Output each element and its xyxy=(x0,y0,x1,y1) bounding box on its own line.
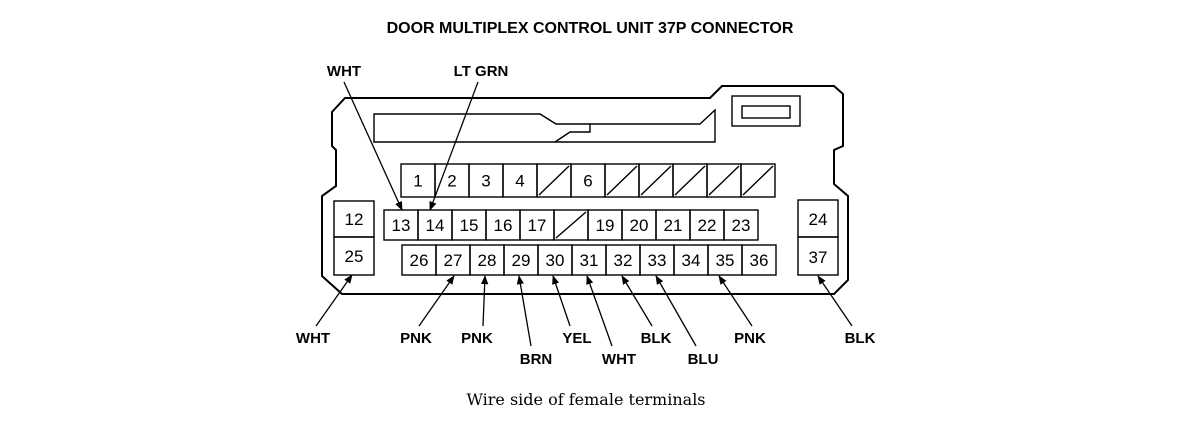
pin-23: 23 xyxy=(732,216,751,235)
empty-pin-slash xyxy=(606,165,638,196)
pin-cell xyxy=(741,244,777,276)
empty-pin-slash xyxy=(708,165,740,196)
wire-label-25: WHT xyxy=(296,330,330,347)
pin-19: 19 xyxy=(596,216,615,235)
wire-leaders xyxy=(315,81,853,347)
leader-line xyxy=(621,275,653,327)
wire-label-35: PNK xyxy=(734,330,766,347)
pin-cell xyxy=(723,209,759,241)
pin-13: 13 xyxy=(392,216,411,235)
pin-14: 14 xyxy=(426,216,445,235)
pin-35: 35 xyxy=(716,251,735,270)
leader-line xyxy=(516,275,532,347)
pin-28: 28 xyxy=(478,251,497,270)
connector-housing xyxy=(321,85,849,295)
pin-17: 17 xyxy=(528,216,547,235)
pin-26: 26 xyxy=(410,251,429,270)
side-block-right-lower xyxy=(797,236,839,276)
lock-tab xyxy=(731,95,801,127)
pin-cell xyxy=(740,163,776,198)
latch-recess xyxy=(373,113,591,143)
empty-pin-slash xyxy=(674,165,706,196)
pin-29: 29 xyxy=(512,251,531,270)
leader-line xyxy=(655,275,697,347)
empty-pin-slash xyxy=(538,165,570,196)
pin-2: 2 xyxy=(447,172,456,191)
leader-line xyxy=(552,275,571,327)
pin-3: 3 xyxy=(481,172,490,191)
pin-33: 33 xyxy=(648,251,667,270)
empty-pin-slash xyxy=(640,165,672,196)
leader-line xyxy=(343,81,403,211)
wire-label-37: BLK xyxy=(845,330,876,347)
leader-line xyxy=(817,275,853,327)
pin-22: 22 xyxy=(698,216,717,235)
empty-pin-slash xyxy=(742,165,774,196)
pin-34: 34 xyxy=(682,251,701,270)
leader-line xyxy=(586,275,613,347)
pin-37: 37 xyxy=(809,248,828,267)
leader-line xyxy=(429,81,479,211)
pin-1: 1 xyxy=(413,172,422,191)
wire-label-14: LT GRN xyxy=(454,63,509,80)
wire-label-30: YEL xyxy=(562,330,591,347)
leader-line xyxy=(418,275,455,327)
pin-30: 30 xyxy=(546,251,565,270)
pin-27: 27 xyxy=(444,251,463,270)
diagram-title: DOOR MULTIPLEX CONTROL UNIT 37P CONNECTO… xyxy=(387,20,794,37)
side-block-left-lower xyxy=(333,236,375,276)
leader-line xyxy=(481,275,489,327)
caption: Wire side of female terminals xyxy=(466,390,705,409)
pin-row-middle: 13 14 15 16 17 19 20 21 22 23 xyxy=(383,209,759,241)
wire-label-27: PNK xyxy=(400,330,432,347)
pin-21: 21 xyxy=(664,216,683,235)
pin-32: 32 xyxy=(614,251,633,270)
wire-label-13: WHT xyxy=(327,63,361,80)
wire-label-29: BRN xyxy=(520,351,553,368)
wire-label-31: WHT xyxy=(602,351,636,368)
latch-recess-right xyxy=(555,108,716,143)
wire-label-28: PNK xyxy=(461,330,493,347)
leader-line xyxy=(315,274,353,327)
wire-label-32: BLK xyxy=(641,330,672,347)
leader-line xyxy=(718,275,753,327)
wire-label-33: BLU xyxy=(688,351,719,368)
pin-12: 12 xyxy=(345,210,364,229)
pin-4: 4 xyxy=(515,172,524,191)
pin-25: 25 xyxy=(345,247,364,266)
pin-row-bottom: 26 27 28 29 30 31 32 33 34 35 36 xyxy=(401,244,777,276)
pin-24: 24 xyxy=(809,210,828,229)
lock-tab-slot xyxy=(741,105,791,119)
empty-pin-slash xyxy=(555,211,587,239)
pin-20: 20 xyxy=(630,216,649,235)
pin-6: 6 xyxy=(583,172,592,191)
pin-16: 16 xyxy=(494,216,513,235)
pin-36: 36 xyxy=(750,251,769,270)
pin-31: 31 xyxy=(580,251,599,270)
pin-15: 15 xyxy=(460,216,479,235)
pin-row-top: 1 2 3 4 6 xyxy=(400,163,776,198)
